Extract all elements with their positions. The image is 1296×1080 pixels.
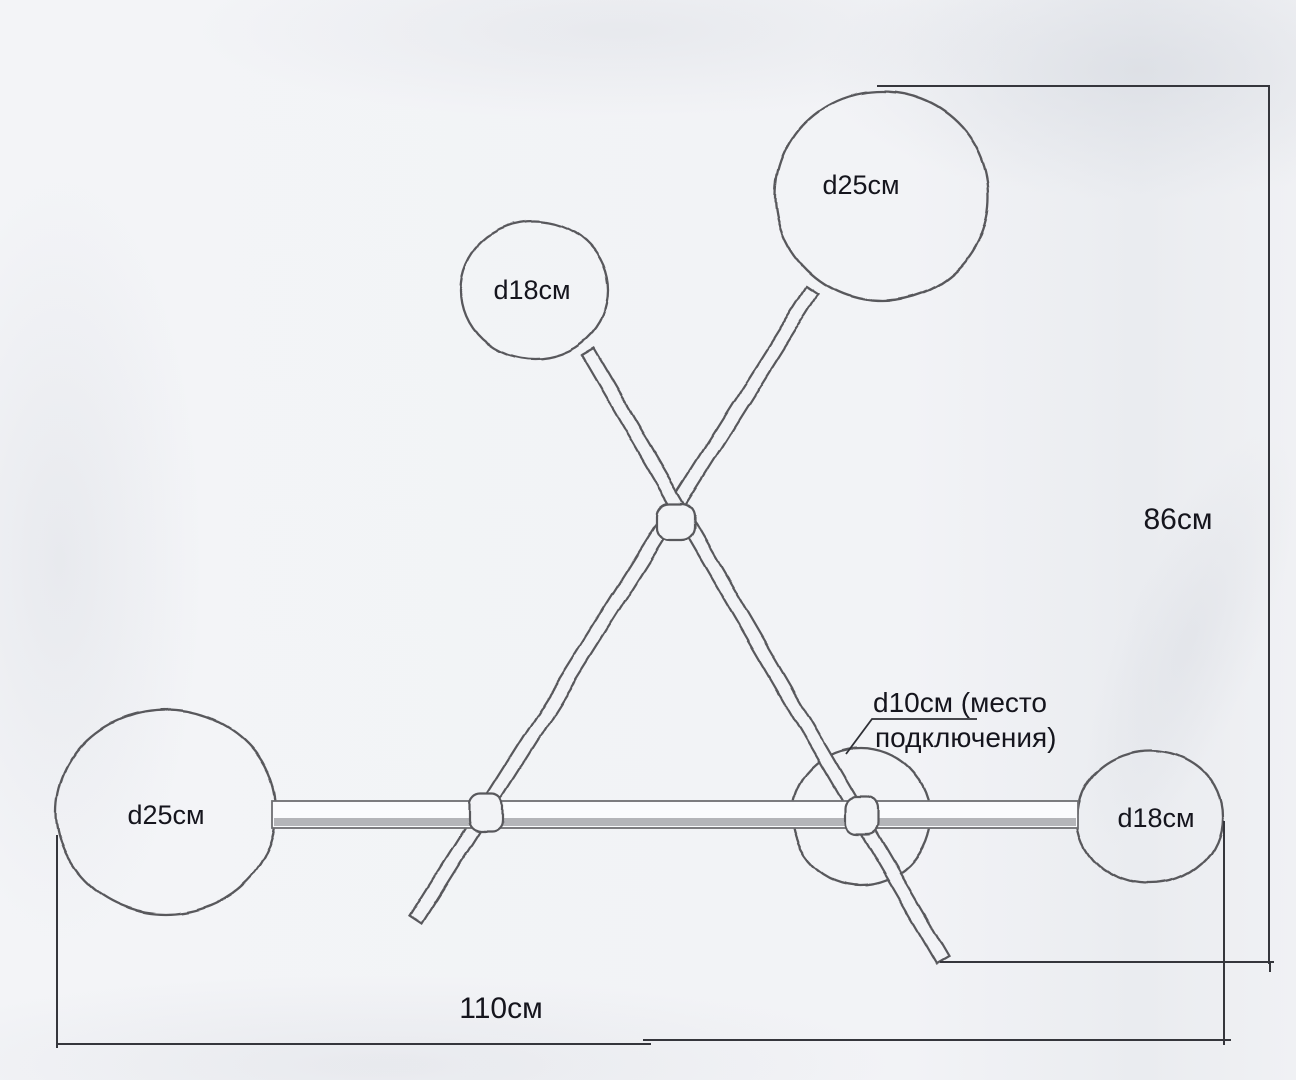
width-dimension-label: 110см	[459, 992, 542, 1025]
tube-horizontal	[271, 800, 1079, 829]
dim-line-bottom	[56, 1039, 1231, 1045]
annotation-leader-line	[845, 718, 977, 755]
connection-note-line2: подключения)	[875, 722, 1057, 753]
dim-line-mid-horizontal	[940, 961, 1274, 972]
joint-right	[843, 796, 880, 836]
ball-bottom-left-label: d25см	[127, 800, 204, 830]
ball-top-right-label: d25см	[822, 170, 899, 200]
tube-diagonal-right-to-left	[408, 284, 820, 926]
ball-top-left-label: d18см	[493, 275, 570, 305]
joint-center-cross	[655, 501, 697, 543]
ball-bottom-right-label: d18см	[1117, 803, 1194, 833]
ball-top-right	[773, 89, 991, 303]
ball-top-left	[458, 219, 610, 361]
height-dimension-label: 86см	[1144, 503, 1213, 536]
joint-left	[467, 792, 505, 833]
connection-note-line1: d10см (место	[873, 687, 1047, 718]
dimension-lines	[56, 85, 1274, 1048]
